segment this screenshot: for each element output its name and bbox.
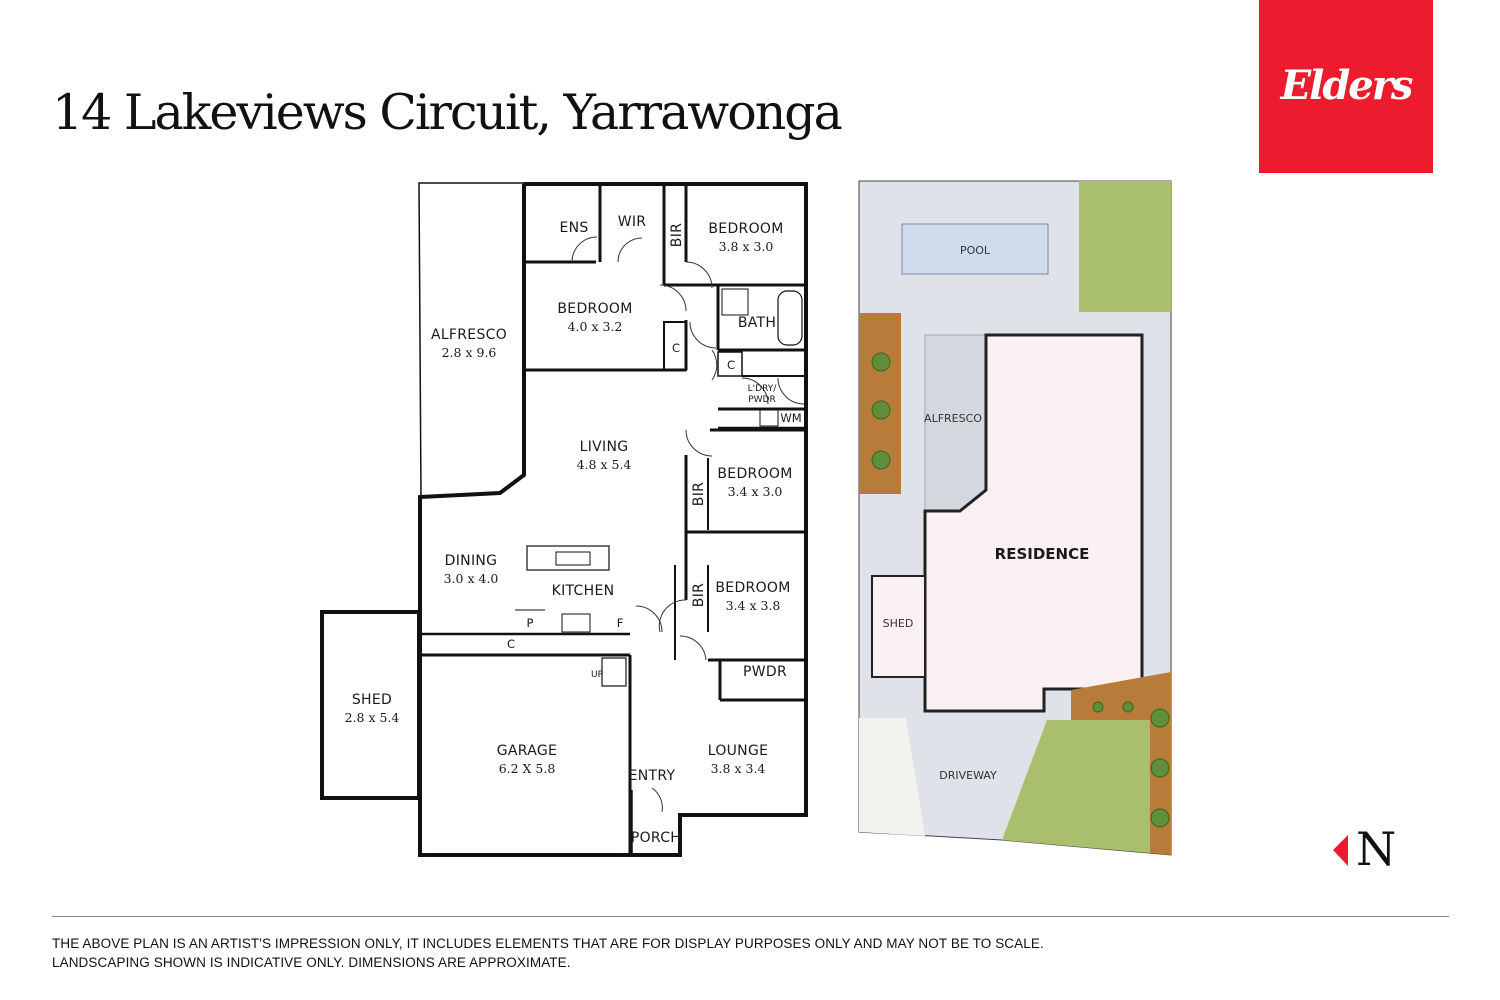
dims-lounge: 3.8 x 3.4 [711,761,766,776]
room-pwdr: PWDR [743,664,787,680]
sink-icon [555,551,591,566]
room-garage: GARAGE [497,743,557,759]
label-up: UP [591,670,604,680]
room-bir-1: BIR [669,223,685,247]
garage-step [601,657,627,687]
footer-divider [52,916,1449,917]
page-title: 14 Lakeviews Circuit, Yarrawonga [52,84,843,141]
room-bedroom-4: BEDROOM [715,580,790,596]
porch-wall [631,790,681,856]
room-bir-3: BIR [691,482,707,506]
pool-label: POOL [960,244,991,257]
floor-plan-labels: ALFRESCO 2.8 x 9.6 ENS WIR BIR BEDROOM 3… [345,214,802,846]
logo-text: Elders [1280,62,1414,109]
room-kitchen: KITCHEN [552,583,615,599]
room-cupboard-2: C [727,358,735,372]
room-shed: SHED [352,692,392,708]
dims-bedroom-3: 3.4 x 3.0 [728,484,783,499]
shed-wall [320,610,421,800]
dims-dining: 3.0 x 4.0 [444,571,499,586]
shower-icon [721,288,749,316]
bathtub-icon [777,290,803,346]
label-pantry: P [527,616,534,630]
disclaimer-line-2: LANDSCAPING SHOWN IS INDICATIVE ONLY. DI… [52,955,571,970]
room-bir-4: BIR [691,583,707,607]
site-shed-label: SHED [883,617,914,630]
garden-bed-front [1071,672,1171,855]
dims-bedroom-2: 4.0 x 3.2 [568,319,623,334]
label-wm: WM [780,411,801,425]
floor-plan [320,182,808,857]
kitchen-island [526,545,610,571]
label-cupboard-3: C [507,637,515,651]
room-living: LIVING [580,439,629,455]
lawn-rear [1079,181,1171,312]
cooktop-icon [561,613,591,633]
room-laundry: L'DRY/ [748,384,778,394]
dims-living: 4.8 x 5.4 [577,457,632,472]
room-cupboard-1: C [672,341,680,355]
dims-garage: 6.2 X 5.8 [499,761,556,776]
disclaimer-line-1: THE ABOVE PLAN IS AN ARTIST'S IMPRESSION… [52,936,1044,951]
residence-footprint [923,333,1144,713]
site-plan: POOL ALFRESCO RESIDENCE SHED DRIVEWAY [858,180,1172,856]
door-swings [571,236,805,813]
room-bedroom-2: BEDROOM [557,301,632,317]
room-bedroom-3: BEDROOM [717,466,792,482]
room-porch: PORCH [631,830,681,846]
dims-bedroom-1: 3.8 x 3.0 [719,239,774,254]
room-bath: BATH [738,315,776,331]
dims-shed: 2.8 x 5.4 [345,710,400,725]
washing-machine-icon [759,409,779,427]
north-label: N [1356,822,1397,876]
room-bedroom-1: BEDROOM [708,221,783,237]
laundry-cupboard [717,351,743,377]
room-dining: DINING [445,553,498,569]
shrub-icons [1092,701,1170,828]
room-laundry-pwdr: PWDR [748,395,776,405]
room-alfresco: ALFRESCO [431,327,507,343]
plant-icons [871,352,891,470]
room-wir: WIR [618,214,647,230]
elders-logo: Elders [1259,0,1433,173]
room-lounge: LOUNGE [708,743,769,759]
driveway-label: DRIVEWAY [939,769,997,782]
site-alfresco-label: ALFRESCO [924,412,982,425]
lawn-front [1002,720,1150,853]
site-shed [871,575,926,678]
paving-front-left [859,718,925,836]
dims-bedroom-4: 3.4 x 3.8 [726,598,781,613]
pool-shape [901,223,1049,275]
dims-alfresco: 2.8 x 9.6 [442,345,497,360]
room-ens: ENS [559,220,588,236]
north-arrow-icon [1333,835,1348,866]
residence-label: RESIDENCE [995,545,1090,563]
room-entry: ENTRY [629,768,676,784]
linen-cupboard [663,321,687,371]
label-fridge: F [617,616,624,630]
